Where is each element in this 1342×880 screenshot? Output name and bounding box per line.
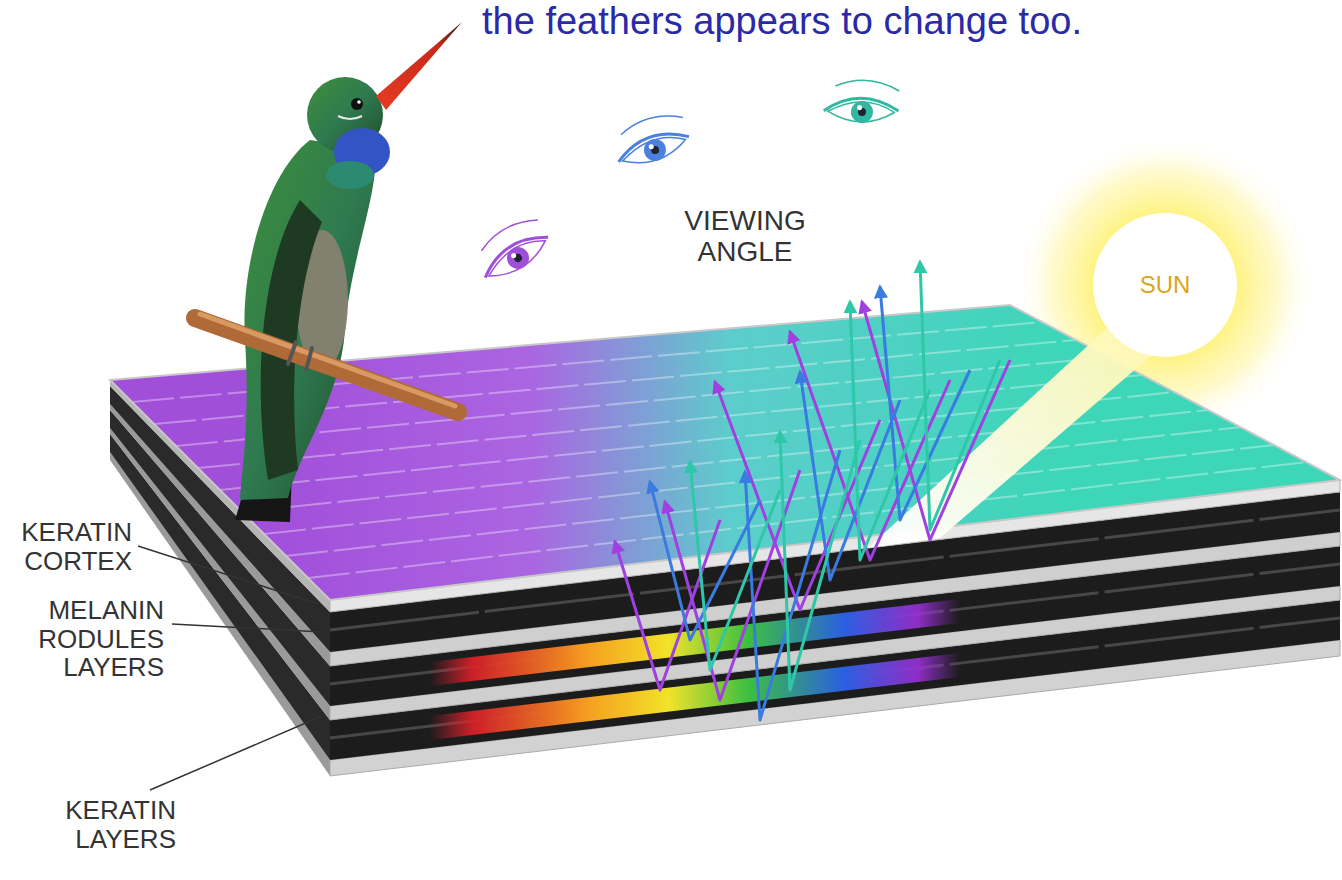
part-label: MELANIN RODULES LAYERS	[4, 596, 164, 682]
eye-icon	[823, 75, 902, 128]
label-box: KERATIN CORTEX	[4, 518, 132, 575]
title-box: the feathers appears to change too.	[482, 0, 1082, 44]
eye-icon	[470, 214, 555, 284]
label-box: VIEWING ANGLE	[650, 206, 840, 268]
sun-circle: SUN	[1093, 213, 1237, 357]
label-box: MELANIN RODULES LAYERS	[4, 596, 164, 682]
light-rays	[615, 262, 1010, 720]
axis-label: VIEWING ANGLE	[650, 206, 840, 268]
part-label: KERATIN CORTEX	[4, 518, 132, 575]
leader-line	[138, 546, 322, 790]
figure-title: the feathers appears to change too.	[482, 0, 1082, 44]
node-label: SUN	[1140, 272, 1191, 298]
hummingbird	[195, 22, 462, 522]
eye-icon	[611, 111, 692, 169]
label-box: KERATIN LAYERS	[36, 796, 176, 853]
part-label: KERATIN LAYERS	[36, 796, 176, 853]
